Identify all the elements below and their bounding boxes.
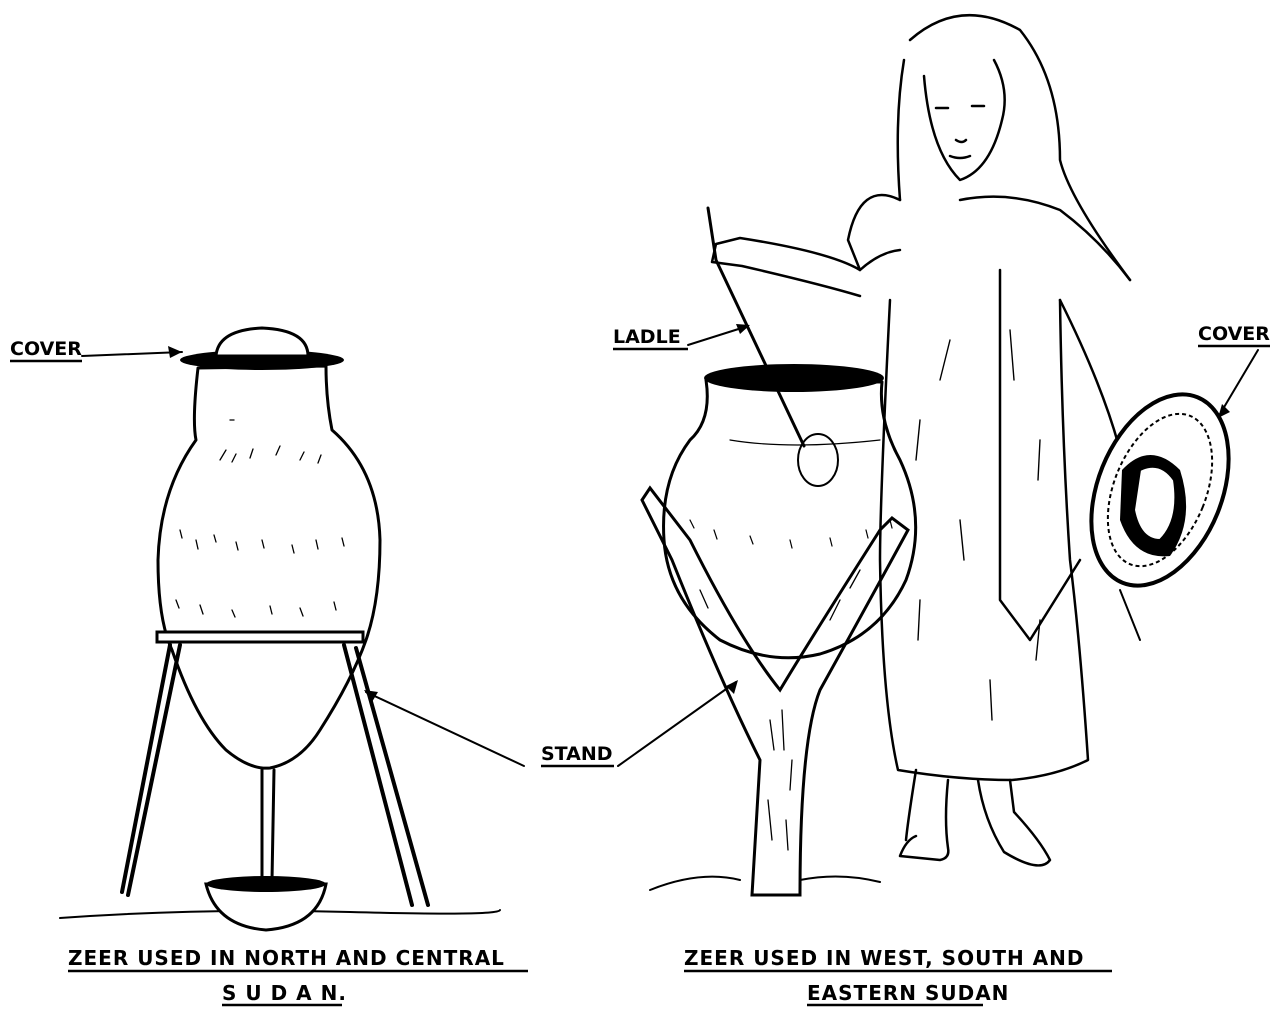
north-zeer-band [157, 632, 363, 642]
west-zeer-illustration [642, 15, 1255, 895]
north-zeer-cover [180, 328, 344, 370]
label-stand: STAND [541, 743, 613, 765]
label-ladle: LADLE [613, 326, 681, 348]
label-cover-left: COVER [10, 338, 82, 360]
north-zeer-illustration [60, 328, 500, 930]
caption-west-line1: ZEER USED IN WEST, SOUTH AND [684, 946, 1085, 970]
label-cover-right: COVER [1198, 323, 1270, 345]
west-zeer-fork-stand [642, 488, 908, 895]
west-zeer-cover [1065, 374, 1255, 640]
caption-north-line2: S U D A N. [222, 981, 347, 1005]
caption-north-line1: ZEER USED IN NORTH AND CENTRAL [68, 946, 505, 970]
north-zeer-pot [158, 366, 380, 768]
caption-west-line2: EASTERN SUDAN [807, 981, 1009, 1005]
